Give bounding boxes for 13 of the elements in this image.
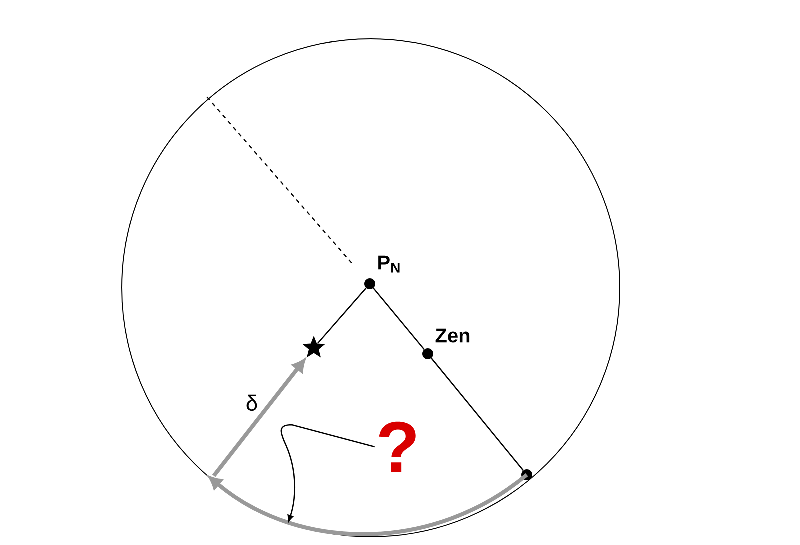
question-mark: ?: [379, 422, 416, 472]
point-label: Zen: [422, 328, 470, 360]
dashed-line: [206, 96, 352, 264]
edge-label: δ: [244, 394, 260, 412]
leader-line: [280, 424, 375, 522]
line: [373, 288, 425, 350]
line: [431, 358, 524, 471]
arrow: [212, 359, 306, 478]
point-dot: [522, 470, 532, 480]
point-label: P$_{N}$: [364, 256, 400, 290]
star-symbol: [302, 336, 326, 358]
arc-arrow: [209, 473, 528, 536]
line: [317, 288, 367, 344]
